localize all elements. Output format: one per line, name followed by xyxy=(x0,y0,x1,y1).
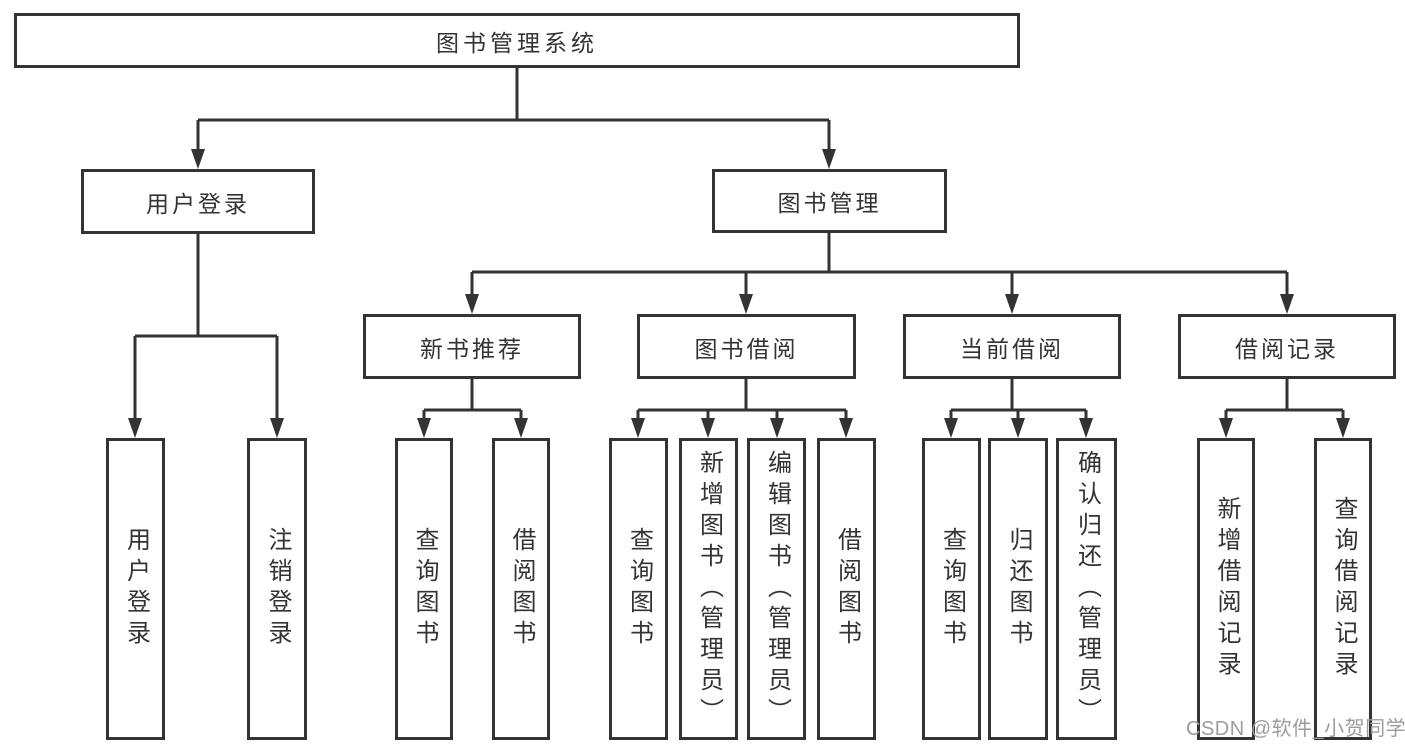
leaf-query-books-current: 查询图书 xyxy=(922,438,981,740)
leaf-borrow-books-borrow: 借阅图书 xyxy=(817,438,876,740)
connector-currentborrow-children xyxy=(949,379,1088,421)
arrowheads xyxy=(128,149,1350,438)
node-label: 编辑图书（管理员） xyxy=(763,449,791,729)
node-borrow-records: 借阅记录 xyxy=(1178,314,1396,379)
leaf-edit-book-admin: 编辑图书（管理员） xyxy=(747,438,806,740)
node-label: 图书管理 xyxy=(777,190,882,216)
node-label: 借阅图书 xyxy=(833,527,861,651)
node-label: 借阅图书 xyxy=(508,527,535,651)
node-label: 新增图书（管理员） xyxy=(695,449,723,729)
watermark: CSDN @软件_小贺同学 xyxy=(1186,718,1405,740)
leaf-confirm-return-admin: 确认归还（管理员） xyxy=(1056,438,1117,740)
connector-borrowrecords-children xyxy=(1224,379,1345,421)
connector-userlogin-children xyxy=(133,234,279,421)
node-new-books: 新书推荐 xyxy=(363,314,581,379)
connector-bookborrow-children xyxy=(636,379,848,421)
leaf-return-book: 归还图书 xyxy=(988,438,1048,740)
node-label: 用户登录 xyxy=(122,527,150,651)
connector-root-children xyxy=(196,68,831,152)
leaf-query-books-borrow: 查询图书 xyxy=(609,438,668,740)
node-user-login: 用户登录 xyxy=(81,169,315,234)
node-label: 查询借阅记录 xyxy=(1330,496,1357,682)
node-label: 查询图书 xyxy=(411,527,438,651)
node-book-mgmt: 图书管理 xyxy=(712,169,947,233)
leaf-add-borrow-record: 新增借阅记录 xyxy=(1197,438,1255,740)
leaf-user-login: 用户登录 xyxy=(106,438,165,740)
node-label: 注销登录 xyxy=(264,527,291,651)
connector-newbooks-children xyxy=(422,379,523,421)
node-label: 借阅记录 xyxy=(1235,335,1339,362)
node-label: 图书管理系统 xyxy=(436,29,598,56)
node-label: 查询图书 xyxy=(625,527,653,651)
leaf-query-borrow-record: 查询借阅记录 xyxy=(1314,438,1372,740)
leaf-logout: 注销登录 xyxy=(247,438,307,740)
leaf-borrow-books-newbooks: 借阅图书 xyxy=(492,438,550,740)
node-label: 当前借阅 xyxy=(960,335,1064,362)
connector-bookmgmt-children xyxy=(470,233,1289,297)
leaf-query-books-newbooks: 查询图书 xyxy=(395,438,453,740)
node-label: 图书借阅 xyxy=(694,335,799,362)
node-label: 查询图书 xyxy=(938,527,966,651)
node-label: 确认归还（管理员） xyxy=(1073,449,1101,729)
leaf-add-book-admin: 新增图书（管理员） xyxy=(679,438,738,740)
node-label: 新书推荐 xyxy=(420,335,524,362)
node-label: 用户登录 xyxy=(146,190,250,217)
node-label: 归还图书 xyxy=(1005,527,1032,651)
node-root: 图书管理系统 xyxy=(14,13,1020,68)
node-book-borrow: 图书借阅 xyxy=(637,314,856,379)
node-current-borrow: 当前借阅 xyxy=(903,314,1121,379)
node-label: 新增借阅记录 xyxy=(1213,496,1240,682)
